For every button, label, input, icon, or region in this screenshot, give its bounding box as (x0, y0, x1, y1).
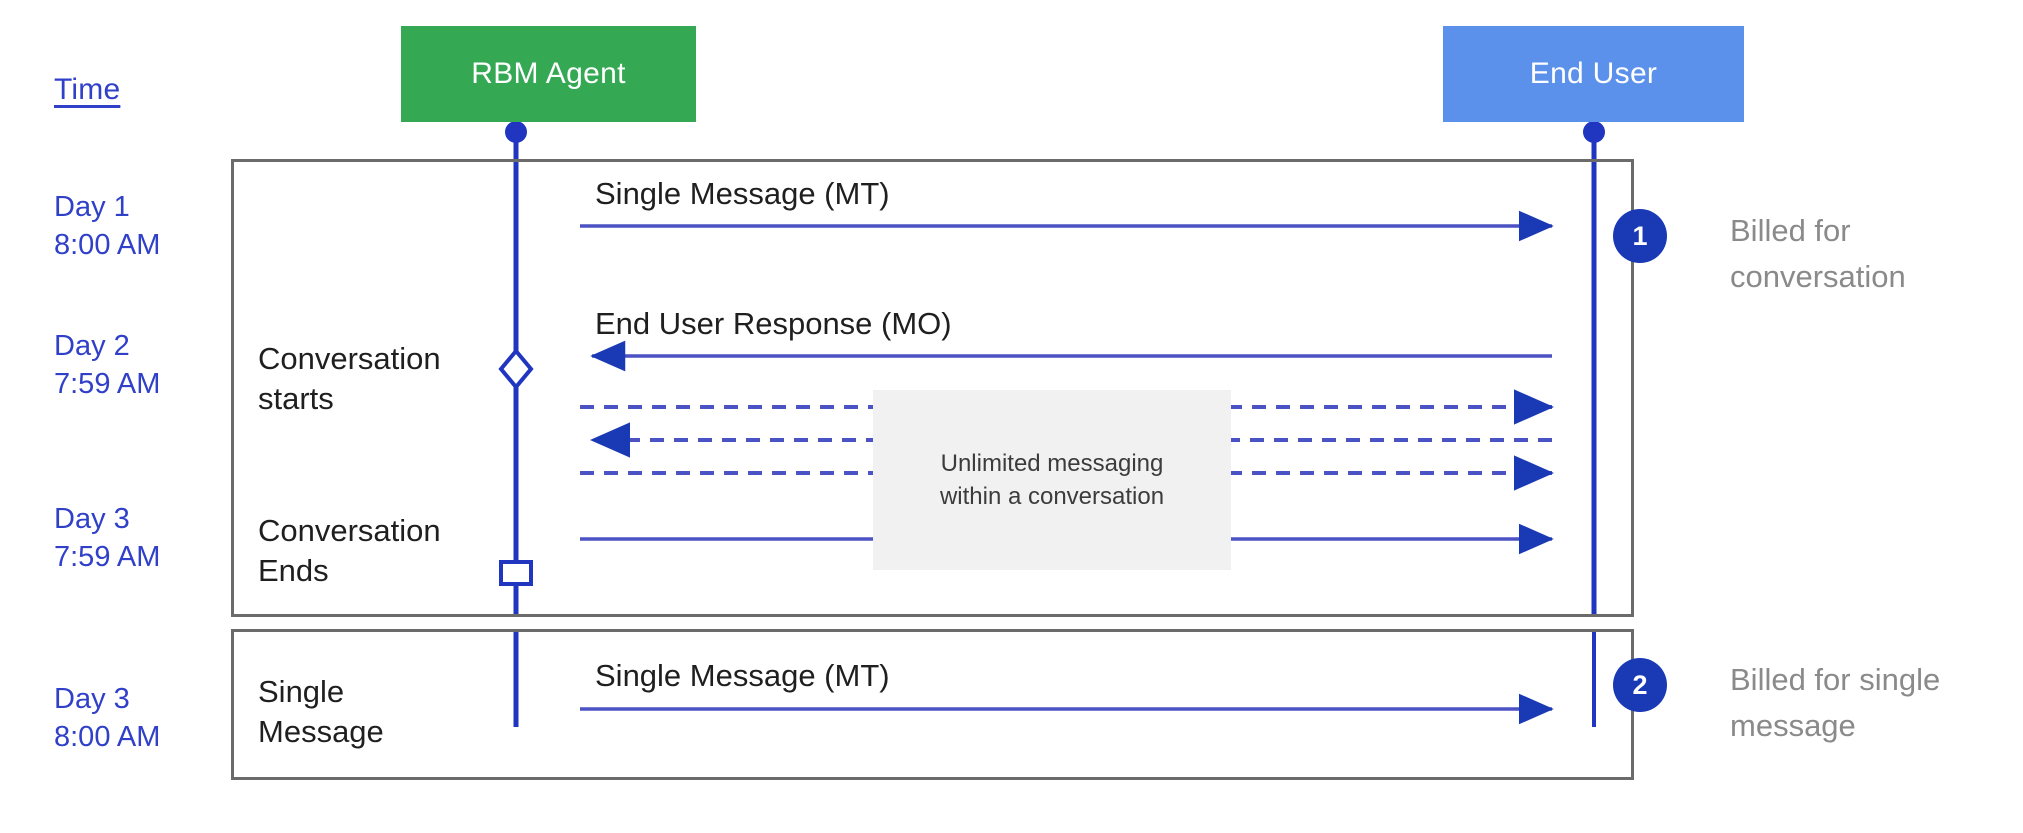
actor-label-rbm-agent: RBM Agent (471, 57, 626, 90)
conversation-start-marker (498, 347, 534, 391)
time-label-day1-8am: Day 1 8:00 AM (54, 191, 161, 261)
callout-text-billed-for-conversation: Billed for conversation (1730, 213, 1906, 294)
conversation-end-marker (499, 560, 533, 586)
note-unlimited-messaging: Unlimited messaging within a conversatio… (873, 390, 1231, 570)
actor-label-end-user: End User (1529, 57, 1658, 90)
phase-label-conversation-ends: Conversation Ends (258, 513, 441, 588)
time-label-day2-759am: Day 2 7:59 AM (54, 330, 161, 400)
time-column-header: Time (54, 73, 121, 106)
phase-box-single-message (231, 629, 1634, 780)
callout-badge-2[interactable]: 2 (1613, 658, 1667, 712)
time-label-day3-8am: Day 3 8:00 AM (54, 683, 161, 753)
phase-box-conversation (231, 159, 1634, 617)
phase-label-conversation-starts: Conversation starts (258, 341, 441, 416)
actor-box-rbm-agent[interactable]: RBM Agent (401, 26, 696, 122)
message-label-single-message-mt-2: Single Message (MT) (595, 658, 890, 693)
callout-text-billed-for-single-message: Billed for single message (1730, 662, 1941, 743)
callout-badge-2-number: 2 (1632, 669, 1648, 700)
note-unlimited-messaging-text: Unlimited messaging within a conversatio… (939, 450, 1165, 510)
phase-label-single-message: Single Message (258, 674, 384, 749)
actor-box-end-user[interactable]: End User (1443, 26, 1744, 122)
callout-badge-1[interactable]: 1 (1613, 209, 1667, 263)
lifeline-end-user (1583, 121, 1605, 727)
message-label-single-message-mt-1: Single Message (MT) (595, 176, 890, 211)
message-label-end-user-response-mo: End User Response (MO) (595, 306, 952, 341)
time-label-day3-759am: Day 3 7:59 AM (54, 503, 161, 573)
callout-badge-1-number: 1 (1632, 220, 1648, 251)
